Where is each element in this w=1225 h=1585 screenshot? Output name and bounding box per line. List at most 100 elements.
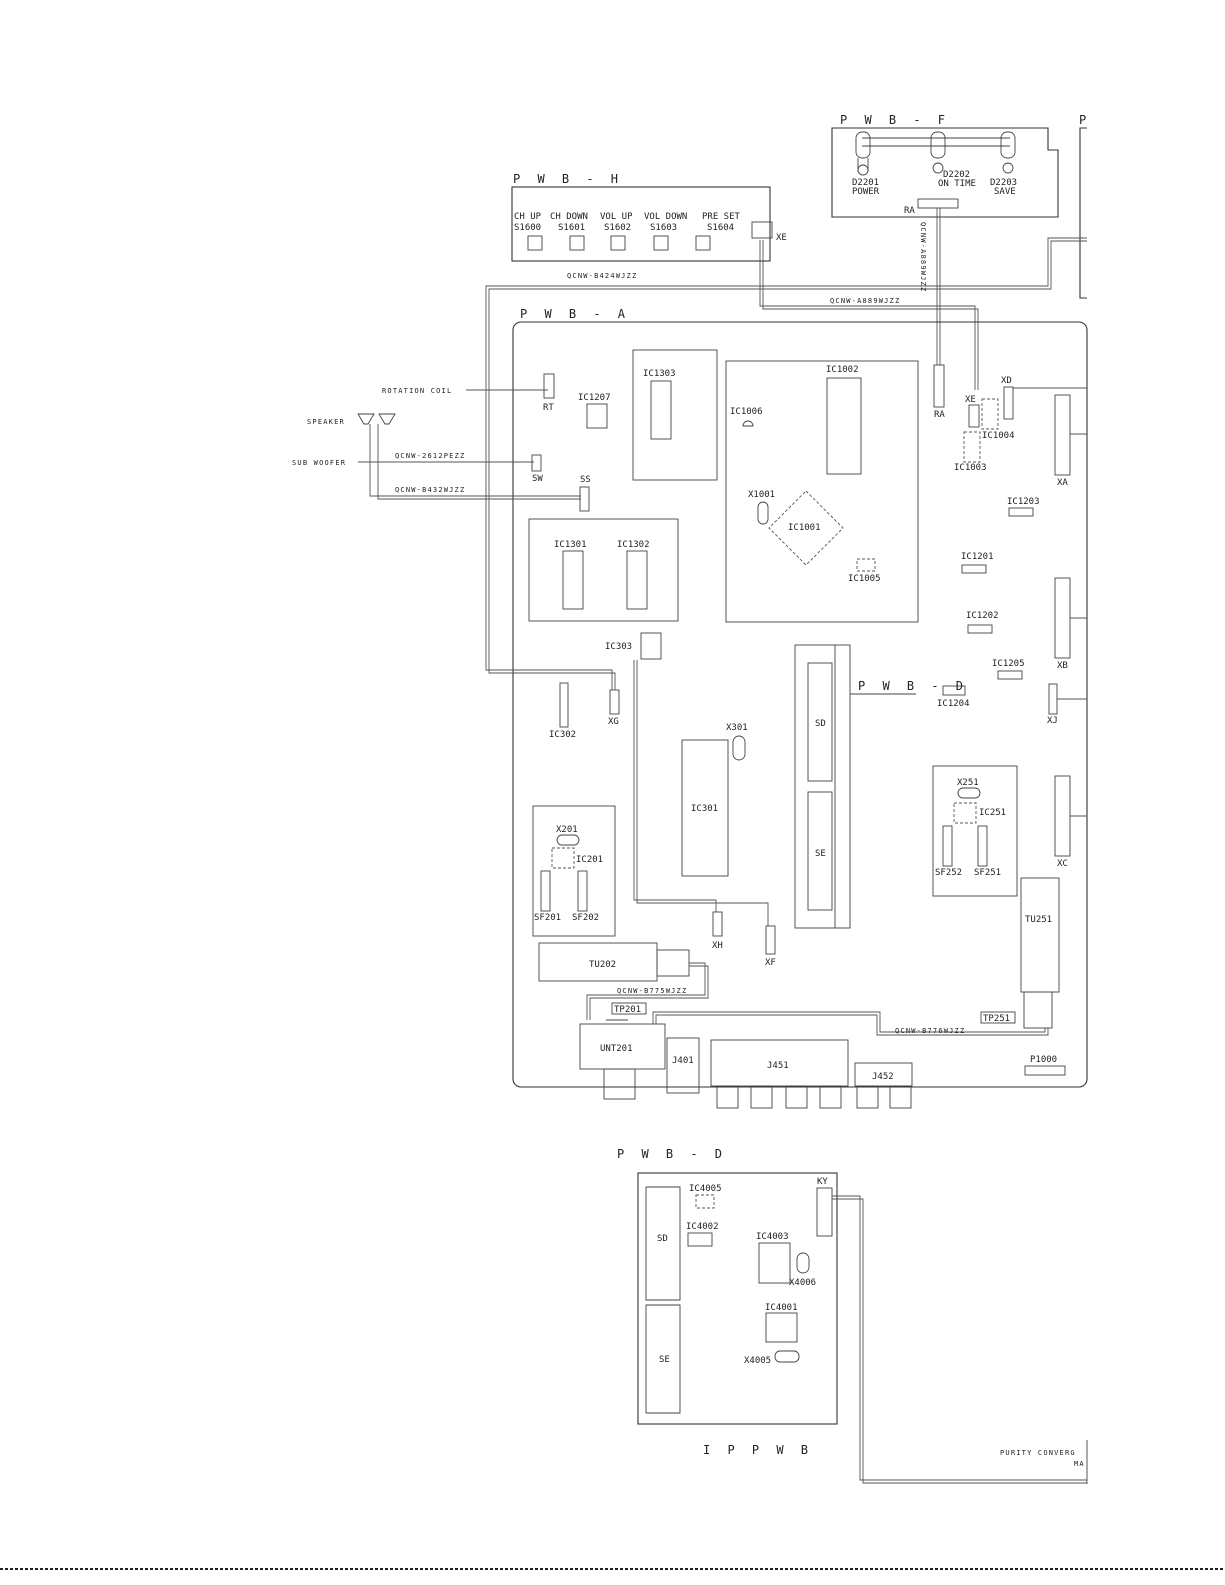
xg-label: XG [608,717,619,727]
ic301-chip [681,739,729,877]
ic302-label: IC302 [549,730,576,740]
x4005-crystal-icon [774,1350,800,1363]
switch-s1601 [569,235,585,251]
cable-a889-vertical-label: QCNW-A889WJZZ [919,222,927,292]
xg-wire-pair [488,666,616,690]
ic1203-chip [1008,507,1034,517]
xf-wire [636,660,769,926]
j451-jack-4 [819,1085,842,1109]
cable-b776 [652,1011,1046,1033]
cable-b776-label: QCNW-B776WJZZ [895,1027,965,1035]
j451-label: J451 [767,1061,789,1071]
cable-a889-label: QCNW-A889WJZZ [830,297,900,305]
xh-label: XH [712,941,723,951]
cable-b776-pair [655,1014,1049,1036]
xf-label: XF [765,958,776,968]
btn-ch-down-ref: S1601 [558,223,585,233]
sw-label: SW [532,474,543,484]
j452-jack-panel [854,1062,913,1087]
ic1006-label: IC1006 [730,407,763,417]
pwb-a-se-connector [807,791,833,911]
switch-s1603 [653,235,669,251]
xh-wire [633,660,717,912]
ic1301-chip [562,550,584,610]
cable-b424 [485,237,1087,666]
ic1005-chip [856,558,876,572]
cable-b432-pair [377,424,581,500]
ky-wire [832,1195,1087,1481]
xb-connector [1054,577,1071,659]
tu251-tuner [1020,877,1060,993]
pwb-h-title: P W B - H [513,172,623,186]
tu202-rf-jack [656,949,690,977]
cable-b424-label: QCNW-B424WJZZ [567,272,637,280]
ic4003-label: IC4003 [756,1232,789,1242]
ic1303-chip [650,380,672,440]
btn-vol-up-ref: S1602 [604,223,631,233]
sub-woofer-label: SUB WOOFER [292,459,346,467]
cable-a889-pair [762,240,979,390]
tuner-201-block [532,805,616,937]
xg-wire [485,666,613,690]
ic1201-chip [961,564,987,574]
ra-label: RA [934,410,945,420]
pwb-p-title: P [1079,113,1091,127]
pwb-d-sd-connector [645,1186,681,1301]
led-d2202-name: ON TIME [938,179,976,189]
ss-label: SS [580,475,591,485]
sf252-filter [942,825,953,867]
j401-label: J401 [672,1056,694,1066]
j451-jack-panel [710,1039,849,1087]
ic4002-label: IC4002 [686,1222,719,1232]
pwb-f-board [831,127,1059,218]
sf202-label: SF202 [572,913,599,923]
ic1001-label: IC1001 [788,523,821,533]
purity-sub-label: MA [1074,1460,1085,1468]
x301-label: X301 [726,723,748,733]
cable-b424-pair [488,240,1087,666]
xa-label: XA [1057,478,1068,488]
xg-connector [609,689,620,715]
xj-label: XJ [1047,716,1058,726]
btn-vol-down-ref: S1603 [650,223,677,233]
j452-jack-1 [856,1085,879,1109]
speaker-label: SPEAKER [307,418,345,426]
ic1001-block [725,360,919,623]
ic1002-label: IC1002 [826,365,859,375]
tu251-rf-jack [1023,991,1053,1029]
pwb-d-ref-label: P W B - D [858,679,968,693]
tuner-251-block [932,765,1018,897]
sf251-filter [977,825,988,867]
tp201-label: TP201 [614,1005,641,1015]
x4006-label: X4006 [789,1278,816,1288]
pwb-a-title: P W B - A [520,307,630,321]
cable-b432 [369,424,581,497]
pwb-f-ra-label: RA [904,206,915,216]
btn-ch-down-name: CH DOWN [550,212,588,222]
led-d2202-icon [930,131,946,174]
x201-label: X201 [556,825,578,835]
pwb-p-board-edge [1079,127,1087,299]
purity-label: PURITY CONVERG [1000,1449,1076,1457]
ic1202-chip [967,624,993,634]
x1001-label: X1001 [748,490,775,500]
xb-label: XB [1057,661,1068,671]
speaker-icon [357,413,396,425]
cable-b775-label: QCNW-B775WJZZ [617,987,687,995]
pwb-h-xe-connector [751,221,773,239]
rt-label: RT [543,403,554,413]
sf252-label: SF252 [935,868,962,878]
ky-connector [816,1187,833,1237]
btn-preset-name: PRE SET [702,212,741,222]
sf251-label: SF251 [974,868,1001,878]
xa-connector [1054,394,1071,476]
ic1303-label: IC1303 [643,369,676,379]
j451-jack-2 [750,1085,773,1109]
xc-label: XC [1057,859,1068,869]
ic303-chip [640,632,662,660]
ic4005-label: IC4005 [689,1184,722,1194]
btn-vol-up-name: VOL UP [600,212,633,222]
rt-connector [543,373,555,399]
ic1201-label: IC1201 [961,552,994,562]
pwb-d-se-label: SE [659,1355,670,1365]
